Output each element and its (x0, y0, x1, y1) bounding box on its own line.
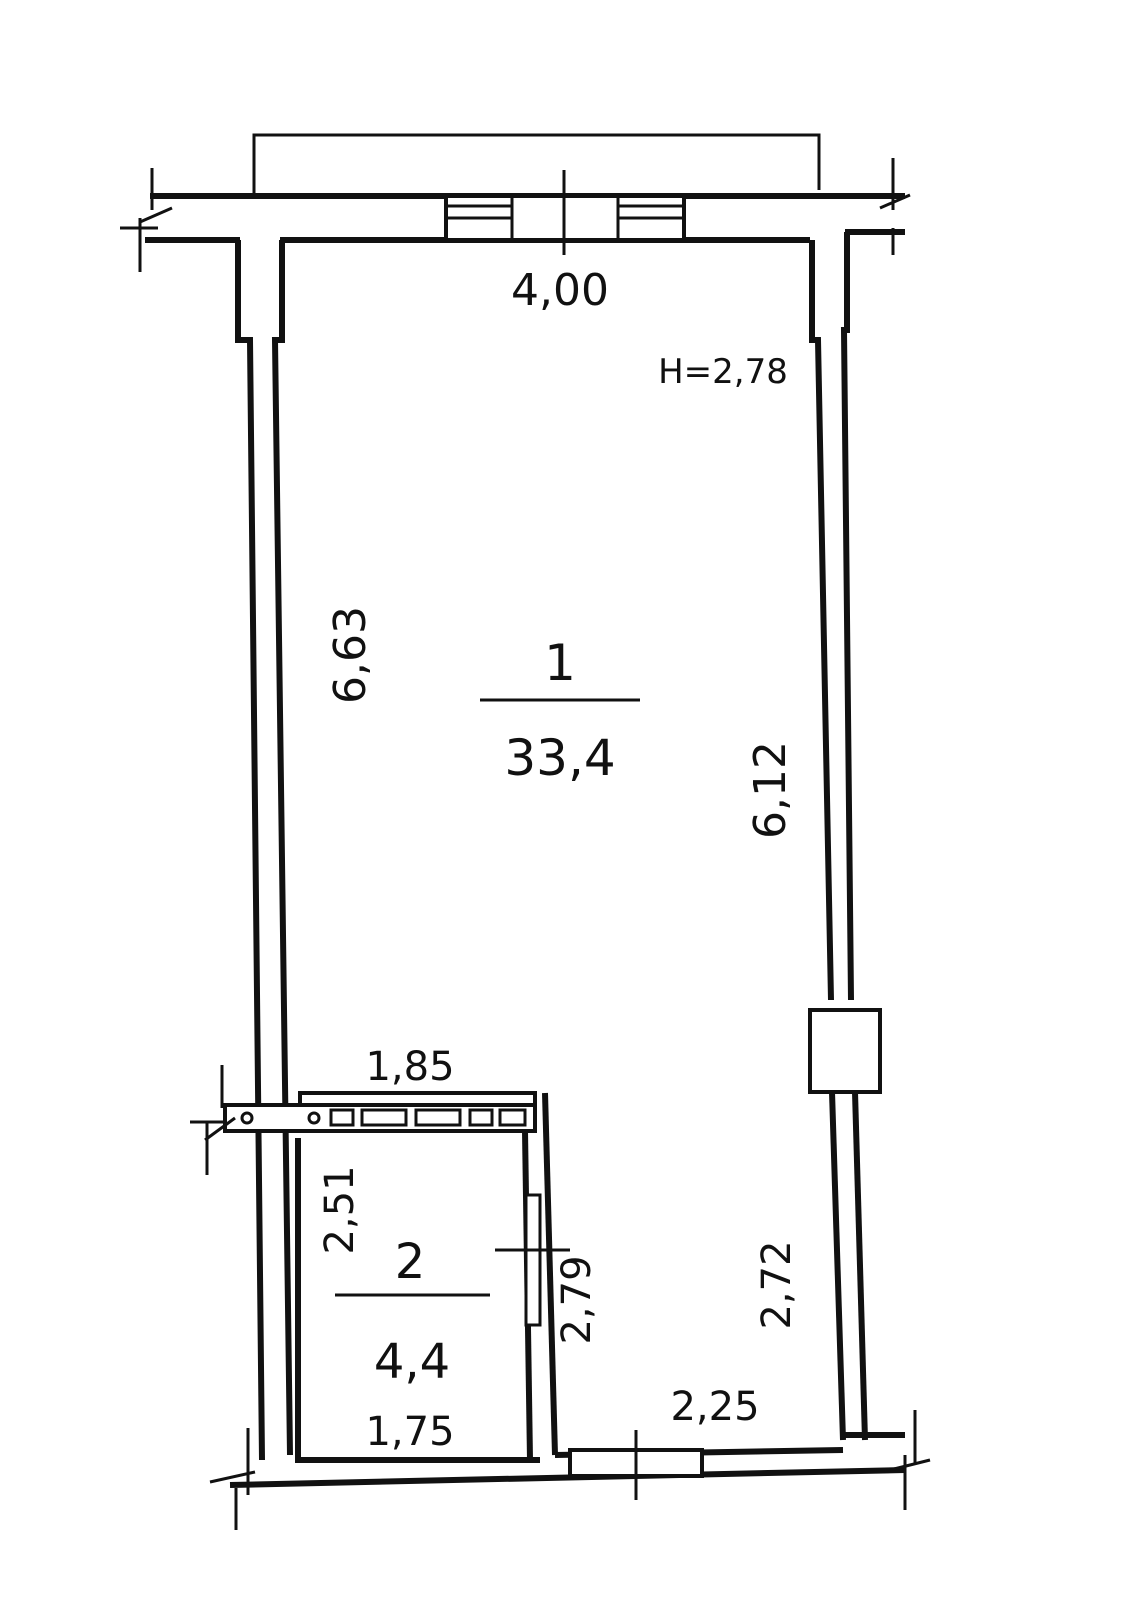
partition-width-label: 1,85 (365, 1044, 454, 1090)
left-height-label: 6,63 (325, 606, 376, 704)
bottom-wall (209, 1410, 931, 1530)
utility-strip (190, 1065, 537, 1175)
top-dimension-ticks (120, 158, 911, 272)
right-wall (809, 232, 905, 1441)
room2-bottom-width-label: 1,75 (365, 1409, 454, 1455)
ceiling-height-label: H=2,78 (658, 352, 788, 392)
room2-number: 2 (395, 1234, 426, 1290)
bottom-right-width-label: 2,25 (670, 1384, 759, 1430)
room1-area: 33,4 (504, 729, 615, 787)
room1-number: 1 (544, 634, 576, 692)
room2-walls (295, 1092, 570, 1463)
right-lower-height-label: 2,72 (754, 1240, 800, 1329)
right-wall-niche (808, 1008, 882, 1094)
left-wall (235, 240, 293, 1461)
room2-right-height-label: 2,79 (554, 1255, 600, 1344)
balcony-outline (252, 133, 821, 193)
top-width-label: 4,00 (511, 265, 609, 316)
right-height-label: 6,12 (745, 741, 796, 839)
top-window (444, 170, 686, 255)
room2-height-label: 2,51 (317, 1165, 363, 1254)
room2-area: 4,4 (374, 1334, 450, 1390)
